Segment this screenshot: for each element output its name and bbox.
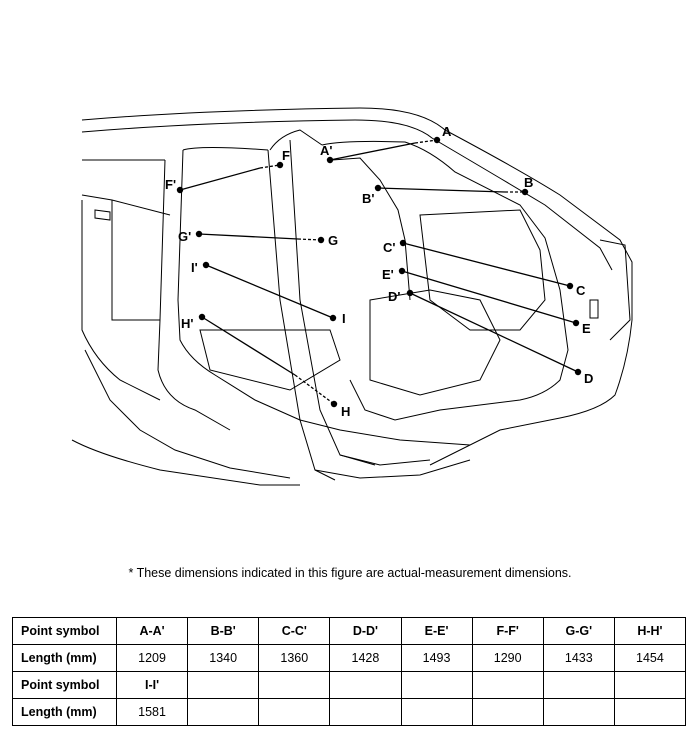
point-D: [574, 368, 582, 376]
cell-length: 1454: [613, 644, 687, 672]
table-row: Point symbol A-A' B-B' C-C' D-D' E-E' F-…: [12, 617, 687, 645]
dimension-table: Point symbol A-A' B-B' C-C' D-D' E-E' F-…: [12, 617, 687, 726]
point-G: [317, 236, 325, 244]
cell-length: [187, 698, 260, 726]
cell-length: 1209: [115, 644, 189, 672]
cell-length: 1428: [329, 644, 402, 672]
body-outline: [71, 107, 633, 486]
row-header-length: Length (mm): [12, 644, 117, 672]
label-G1: G': [178, 229, 191, 244]
measurement-points: A A' B B' C C' D D' E E' F F' G G' H H' …: [165, 124, 593, 419]
measurement-lines: [179, 139, 579, 405]
label-H1: H': [181, 316, 193, 331]
cell-symbol: F-F': [471, 617, 544, 645]
label-E1: E': [382, 267, 394, 282]
point-H1: [198, 313, 206, 321]
cell-symbol: C-C': [258, 617, 331, 645]
cell-symbol: G-G': [542, 617, 615, 645]
cell-symbol: [258, 671, 331, 699]
cell-length: 1493: [400, 644, 473, 672]
point-E: [572, 319, 580, 327]
cell-length: 1290: [471, 644, 544, 672]
row-header-length: Length (mm): [12, 698, 117, 726]
label-B: B: [524, 175, 533, 190]
label-I: I: [342, 311, 346, 326]
point-F1: [176, 186, 184, 194]
cell-length: 1360: [258, 644, 331, 672]
label-A: A: [442, 124, 452, 139]
cell-symbol: H-H': [613, 617, 687, 645]
label-C: C: [576, 283, 586, 298]
cell-symbol: [329, 671, 402, 699]
point-G1: [195, 230, 203, 238]
cell-symbol: [542, 671, 615, 699]
cell-symbol: [187, 671, 260, 699]
table-row: Length (mm) 1581: [12, 698, 687, 726]
cell-length: 1340: [187, 644, 260, 672]
table-row: Length (mm) 1209 1340 1360 1428 1493 129…: [12, 644, 687, 672]
table-row: Point symbol I-I': [12, 671, 687, 699]
row-header-point-symbol: Point symbol: [12, 671, 117, 699]
cell-length: [329, 698, 402, 726]
cell-symbol: I-I': [115, 671, 189, 699]
cell-length: [258, 698, 331, 726]
cell-length: 1581: [115, 698, 189, 726]
point-D1: [406, 289, 414, 297]
cell-symbol: [400, 671, 473, 699]
cell-symbol: A-A': [115, 617, 189, 645]
label-F1: F': [165, 177, 176, 192]
label-F: F: [282, 148, 290, 163]
cell-length: [542, 698, 615, 726]
measurement-note: * These dimensions indicated in this fig…: [128, 566, 572, 580]
cell-symbol: [471, 671, 544, 699]
cell-symbol: D-D': [329, 617, 402, 645]
body-side-dimension-diagram: A A' B B' C C' D D' E E' F F' G G' H H' …: [71, 107, 633, 486]
label-H: H: [341, 404, 350, 419]
cell-symbol: B-B': [187, 617, 260, 645]
label-A1: A': [320, 143, 332, 158]
point-I: [329, 314, 337, 322]
point-A: [433, 136, 441, 144]
point-E1: [398, 267, 406, 275]
label-D: D: [584, 371, 593, 386]
label-G: G: [328, 233, 338, 248]
label-B1: B': [362, 191, 374, 206]
label-C1: C': [383, 240, 395, 255]
row-header-point-symbol: Point symbol: [12, 617, 117, 645]
cell-length: [471, 698, 544, 726]
label-I1: I': [191, 260, 198, 275]
point-C: [566, 282, 574, 290]
point-B: [521, 188, 529, 196]
point-B1: [374, 184, 382, 192]
label-E: E: [582, 321, 591, 336]
point-A1: [326, 156, 334, 164]
point-F: [276, 161, 284, 169]
point-H: [330, 400, 338, 408]
point-I1: [202, 261, 210, 269]
point-C1: [399, 239, 407, 247]
cell-length: [400, 698, 473, 726]
cell-symbol: [613, 671, 687, 699]
cell-length: [613, 698, 687, 726]
label-D1: D': [388, 289, 400, 304]
cell-length: 1433: [542, 644, 615, 672]
cell-symbol: E-E': [400, 617, 473, 645]
